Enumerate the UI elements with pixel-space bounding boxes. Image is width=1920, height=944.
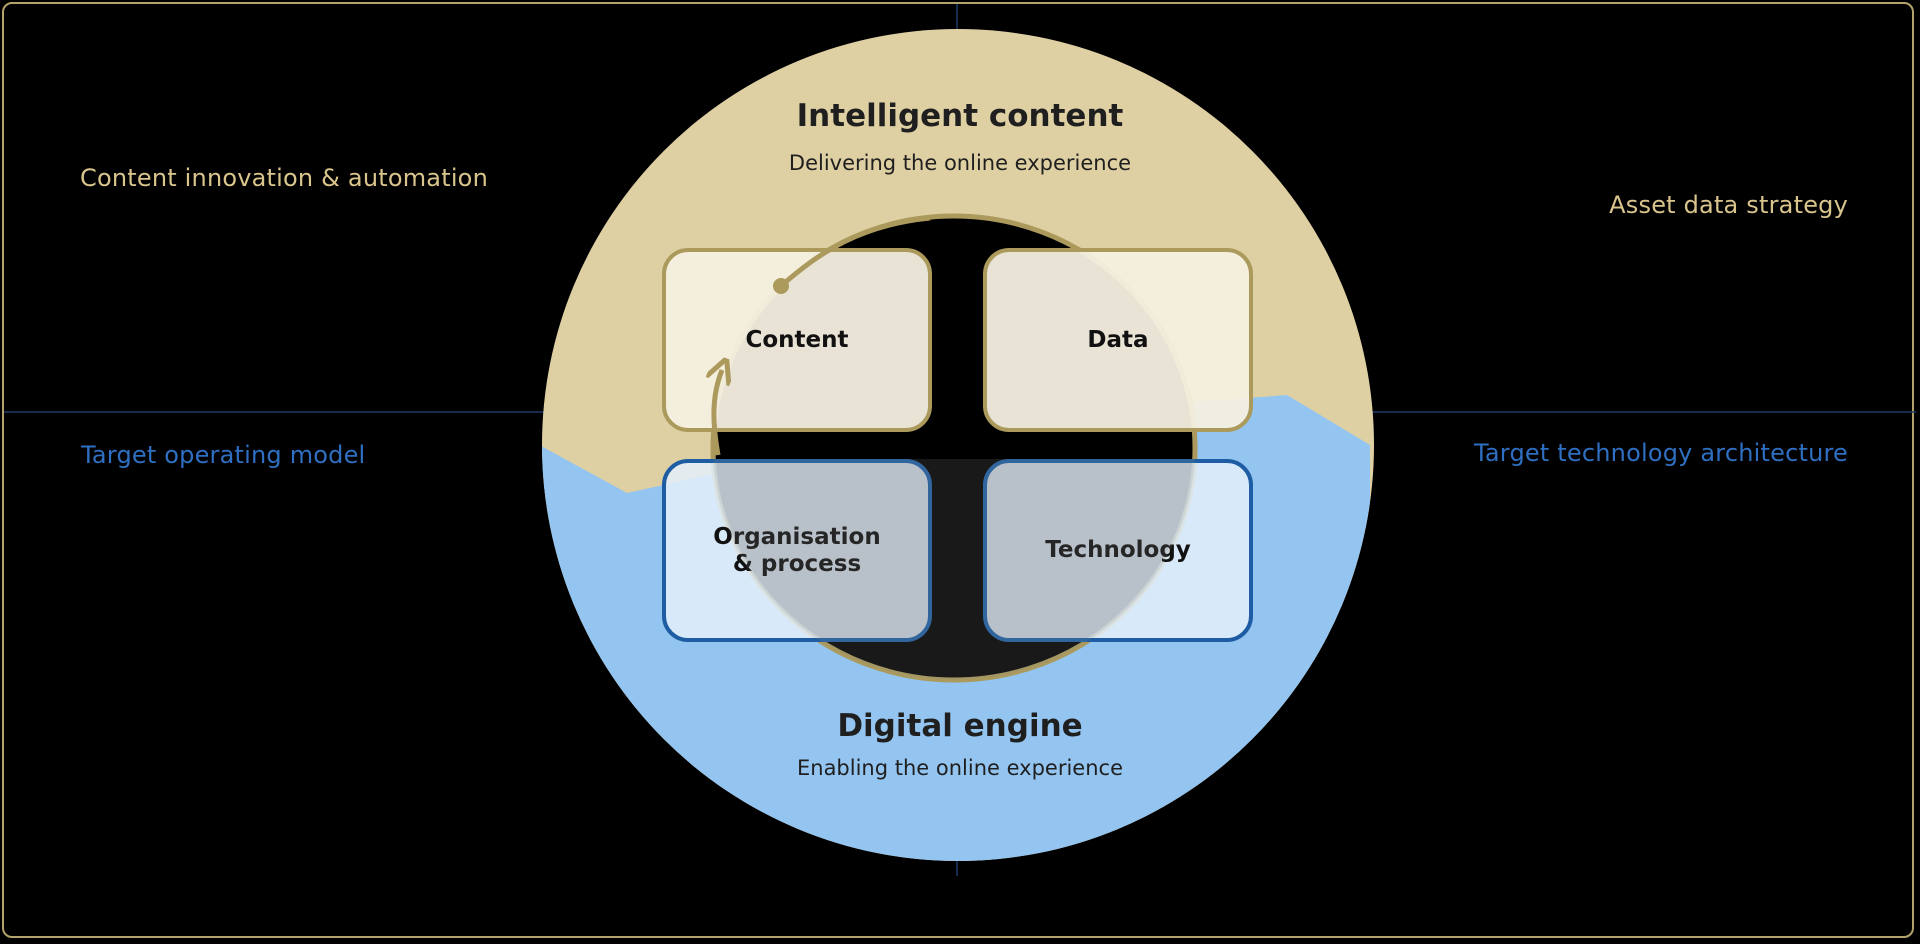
top-section-subtitle: Delivering the online experience <box>788 151 1132 175</box>
data-box: Data <box>983 248 1253 432</box>
bottom-section-subtitle: Enabling the online experience <box>796 756 1124 780</box>
technology-box-label: Technology <box>1045 537 1191 563</box>
label-asset-data-strategy: Asset data strategy <box>1609 191 1848 219</box>
data-box-label: Data <box>1087 326 1149 353</box>
organisation-box-label: Organisation & process <box>713 523 881 577</box>
label-target-technology-architecture: Target technology architecture <box>1474 439 1848 467</box>
bottom-section-title: Digital engine <box>837 708 1083 744</box>
content-box-label: Content <box>745 326 849 353</box>
technology-box: Technology <box>983 459 1253 642</box>
label-target-operating-model: Target operating model <box>81 441 366 469</box>
label-content-innovation: Content innovation & automation <box>80 164 488 192</box>
top-section-title: Intelligent content <box>796 98 1124 134</box>
organisation-box: Organisation & process <box>662 459 932 642</box>
content-box: Content <box>662 248 932 432</box>
